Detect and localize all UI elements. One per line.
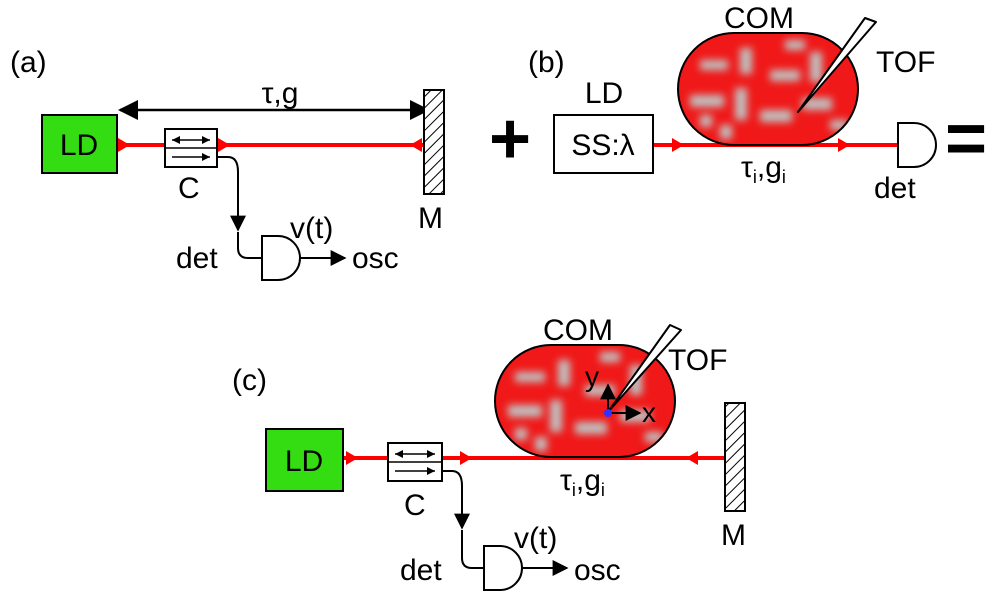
- medium-label: COM: [724, 2, 794, 35]
- panel-b-tag: (b): [528, 46, 565, 79]
- y-axis-label: y: [585, 361, 599, 392]
- panel-b: (b) LD SS:λ: [528, 2, 937, 205]
- detector-fiber: [237, 232, 262, 259]
- equals-operator: =: [945, 99, 987, 179]
- plus-operator: +: [489, 99, 531, 179]
- laser-diode-label: LD: [60, 129, 98, 162]
- detector-label: det: [874, 172, 916, 205]
- fiber-label: TOF: [668, 344, 727, 377]
- detector-icon: [261, 235, 301, 281]
- oscilloscope-label: osc: [352, 242, 399, 275]
- tapered-fiber-icon: [607, 324, 682, 413]
- medium-label: COM: [543, 314, 613, 347]
- beam-arrow-forward: [460, 451, 472, 465]
- mirror-icon: [423, 89, 445, 195]
- panel-c: (c) LD C det v(t) osc: [232, 314, 746, 591]
- coupler: [387, 442, 443, 482]
- tapered-fiber-icon: [797, 17, 877, 113]
- mirror-label: M: [418, 202, 443, 235]
- coupler-label: C: [178, 172, 200, 205]
- coupler-label: C: [404, 489, 426, 522]
- panel-a-tag: (a): [10, 46, 47, 79]
- laser-diode-label: LD: [285, 445, 323, 478]
- complex-medium-outline: [677, 32, 859, 146]
- coupler: [164, 128, 218, 168]
- fiber-label: TOF: [876, 46, 935, 79]
- detector-icon: [897, 122, 937, 168]
- panel-c-tag: (c): [232, 364, 267, 397]
- source-title: LD: [585, 77, 623, 110]
- path-label: τi,gi: [560, 464, 605, 500]
- path-label: τi,gi: [741, 151, 786, 187]
- oscilloscope-label: osc: [574, 554, 621, 587]
- beam-arrow-forward: [118, 138, 130, 152]
- detector-label: det: [400, 554, 442, 587]
- detector-fiber: [461, 530, 484, 569]
- laser-diode-box: [41, 114, 118, 174]
- beam-arrow-return: [686, 451, 698, 465]
- delay-label: τ,g: [262, 77, 299, 110]
- complex-medium-outline: [494, 344, 676, 458]
- signal-label: v(t): [290, 212, 333, 245]
- mirror-label: M: [721, 519, 746, 552]
- detector-fiber: [442, 470, 470, 530]
- detector-fiber: [217, 156, 246, 232]
- swept-source-label: SS:λ: [571, 129, 634, 162]
- complex-medium: [678, 33, 858, 145]
- detector-icon: [483, 545, 523, 591]
- detector-label: det: [176, 242, 218, 275]
- beam-arrow-forward: [672, 138, 684, 152]
- beam-arrow-forward: [346, 451, 358, 465]
- mirror-icon: [724, 402, 746, 512]
- beam-arrow-forward: [218, 138, 230, 152]
- swept-source-box: [553, 114, 654, 174]
- beam-arrow-return: [410, 138, 422, 152]
- laser-diode-box: [265, 428, 344, 492]
- beam-arrow-forward: [838, 138, 850, 152]
- x-axis-label: x: [642, 397, 656, 428]
- signal-label: v(t): [514, 522, 557, 555]
- fiber-tip-dot: [604, 409, 612, 417]
- panel-a: (a) τ,g LD C det v(t) osc: [10, 46, 445, 281]
